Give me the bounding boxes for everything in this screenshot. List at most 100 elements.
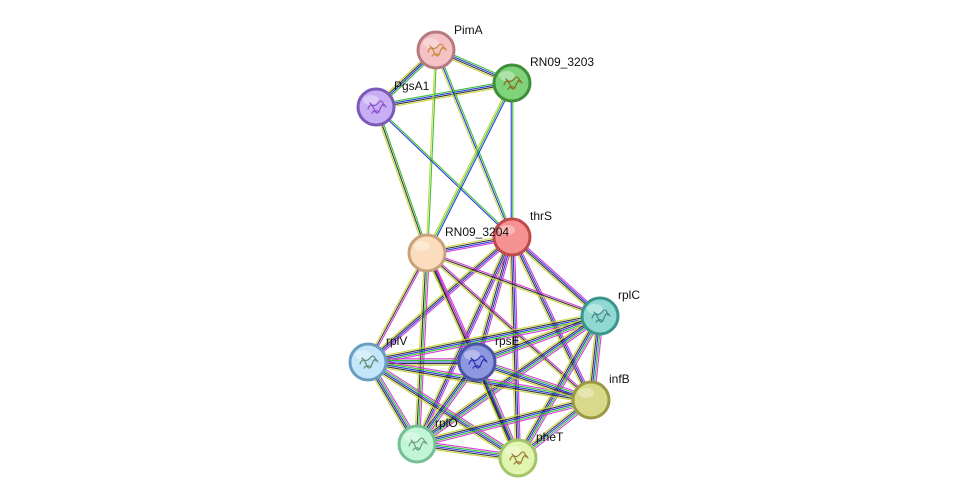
edge-evidence-line — [427, 250, 601, 316]
edge-evidence-line — [425, 82, 512, 253]
edge-evidence-line — [427, 83, 514, 254]
edge-evidence-line — [426, 82, 513, 254]
edge-evidence-line — [367, 312, 600, 360]
edge-evidence-line — [476, 361, 592, 401]
protein-structure-icon — [427, 43, 447, 57]
edge-evidence-line — [368, 253, 429, 364]
node-rplc[interactable]: rplC — [580, 288, 640, 336]
edge-evidence-line — [426, 252, 601, 317]
edge-evidence-line — [368, 360, 520, 458]
node-label: PgsA1 — [394, 79, 430, 93]
edge-evidence-line — [416, 396, 591, 442]
edge-pima-rn09-3204[interactable] — [425, 49, 438, 254]
edge-evidence-line — [414, 312, 599, 442]
edge-evidence-line — [511, 237, 600, 318]
edge-evidence-line — [475, 312, 600, 360]
node-label: rplV — [386, 334, 407, 348]
edge-evidence-line — [435, 49, 513, 238]
protein-structure-icon — [503, 76, 523, 90]
node-circle — [498, 438, 538, 478]
edge-evidence-line — [375, 81, 512, 107]
node-highlight — [414, 241, 430, 251]
edge-evidence-line — [476, 313, 600, 362]
node-rpse[interactable]: rpsE — [457, 334, 520, 382]
protein-structure-icon — [367, 100, 387, 114]
node-label: infB — [609, 372, 630, 386]
edge-rn09-3204-rplv[interactable] — [366, 251, 429, 364]
node-infb[interactable]: infB — [571, 372, 630, 420]
node-label: RN09_3203 — [530, 55, 594, 69]
node-rn09-3204[interactable]: RN09_3204 — [407, 225, 509, 273]
node-label: RN09_3204 — [445, 225, 509, 239]
edge-thrs-infb[interactable] — [509, 235, 594, 402]
edge-evidence-line — [367, 252, 428, 363]
edge-evidence-line — [436, 49, 514, 237]
node-circle — [416, 30, 456, 70]
edge-evidence-line — [375, 80, 512, 106]
edge-evidence-line — [376, 83, 513, 109]
edge-evidence-line — [367, 361, 519, 459]
edge-evidence-line — [415, 314, 600, 444]
node-highlight — [587, 304, 603, 314]
node-circle — [407, 233, 447, 273]
node-circle — [356, 87, 396, 127]
edge-evidence-line — [434, 50, 512, 238]
node-highlight — [499, 225, 515, 235]
edge-evidence-line — [366, 251, 427, 362]
edge-evidence-line — [516, 314, 600, 458]
edge-evidence-line — [366, 362, 518, 460]
edge-evidence-line — [477, 358, 593, 398]
edge-evidence-line — [369, 358, 521, 456]
edge-evidence-line — [417, 402, 592, 448]
edge-evidence-line — [417, 316, 602, 446]
edge-evidence-line — [510, 238, 599, 319]
edge-evidence-line — [512, 235, 601, 316]
edge-evidence-line — [513, 234, 602, 315]
edge-evidence-line — [367, 235, 512, 362]
edge-evidence-line — [376, 106, 430, 253]
edge-rn09-3203-rn09-3204[interactable] — [425, 82, 514, 254]
node-highlight — [505, 446, 521, 456]
edge-thrs-rplv[interactable] — [366, 234, 514, 365]
edge-evidence-line — [417, 401, 592, 447]
protein-structure-icon — [359, 355, 379, 369]
edge-rn09-3204-rplc[interactable] — [426, 250, 601, 319]
node-thrs[interactable]: thrS — [492, 209, 552, 257]
edge-rplc-rpse[interactable] — [475, 312, 602, 366]
node-circle — [492, 63, 532, 103]
node-highlight — [355, 350, 371, 360]
edge-evidence-line — [476, 315, 601, 363]
node-phet[interactable]: pheT — [498, 430, 564, 478]
edge-evidence-line — [475, 364, 591, 404]
edge-evidence-line — [366, 234, 511, 361]
edge-evidence-line — [517, 315, 601, 459]
edge-rpse-infb[interactable] — [475, 358, 593, 404]
edge-evidence-line — [418, 253, 430, 445]
node-rn09-3203[interactable]: RN09_3203 — [492, 55, 594, 103]
edge-thrs-rplc[interactable] — [510, 234, 602, 319]
edge-pgsa1-rn09-3204[interactable] — [373, 106, 430, 254]
node-rplv[interactable]: rplV — [348, 334, 407, 382]
node-highlight — [363, 95, 379, 105]
node-circle — [348, 342, 388, 382]
node-label: pheT — [536, 430, 564, 444]
edge-pima-thrs[interactable] — [434, 49, 514, 238]
node-highlight — [423, 38, 439, 48]
edge-infb-rplo[interactable] — [416, 396, 592, 448]
node-rplo[interactable]: rplO — [397, 416, 458, 464]
edge-evidence-line — [376, 84, 513, 110]
node-circle — [397, 424, 437, 464]
node-label: PimA — [454, 23, 483, 37]
edge-pgsa1-thrs[interactable] — [375, 106, 513, 238]
edge-rplc-rplo[interactable] — [414, 312, 603, 448]
node-pima[interactable]: PimA — [416, 23, 483, 70]
edge-rn09-3203-thrs[interactable] — [510, 83, 514, 237]
node-pgsa1[interactable]: PgsA1 — [356, 79, 430, 127]
protein-structure-icon — [591, 309, 611, 323]
node-label: rpsE — [495, 334, 520, 348]
edge-evidence-line — [369, 238, 514, 365]
node-circle — [571, 380, 611, 420]
edge-pgsa1-rn09-3203[interactable] — [375, 80, 513, 110]
edge-evidence-line — [477, 359, 592, 400]
